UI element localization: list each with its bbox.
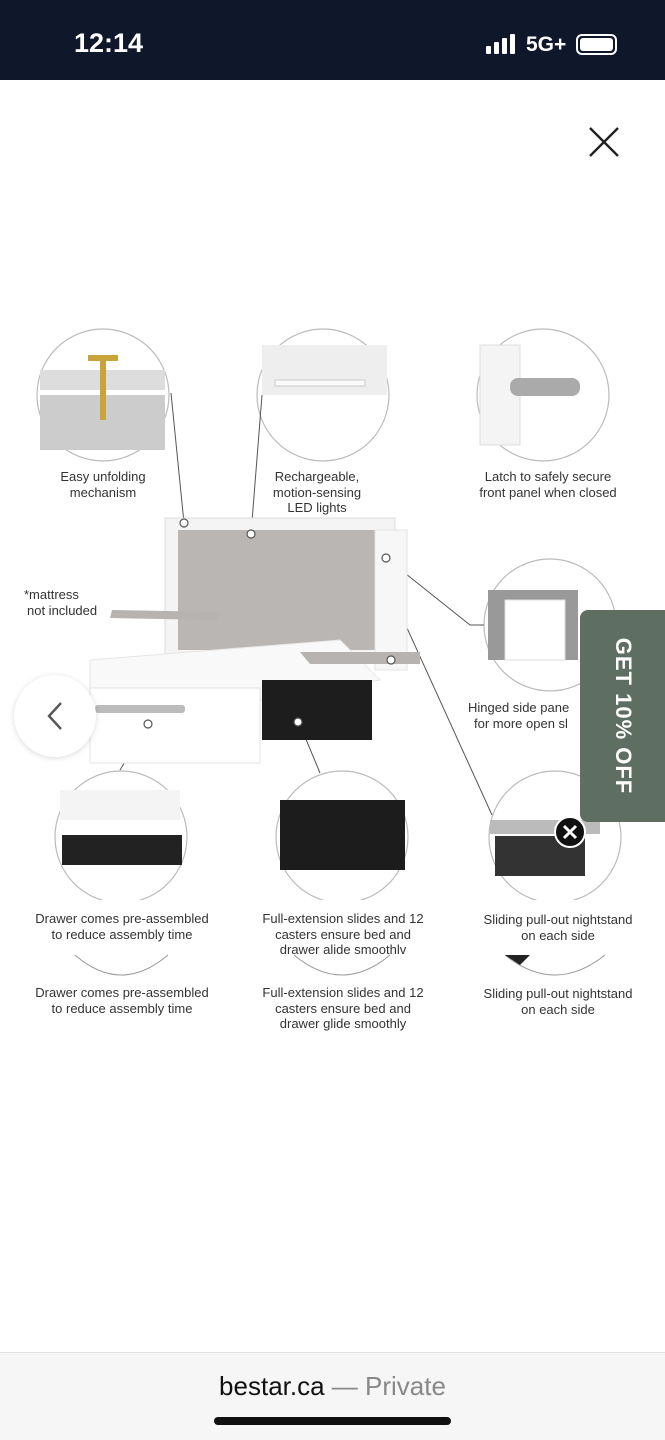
chevron-left-icon [47, 702, 62, 730]
status-bar: 12:14 5G+ [0, 0, 665, 80]
clock: 12:14 [74, 28, 144, 58]
close-promo-button[interactable] [554, 816, 586, 848]
promo-label: GET 10% OFF [610, 637, 636, 795]
signal-icon [486, 34, 515, 54]
network-type: 5G+ [526, 33, 567, 56]
previous-image-button[interactable] [14, 675, 96, 757]
private-mode-label: — Private [331, 1371, 446, 1401]
discount-promo-tab[interactable]: GET 10% OFF [580, 610, 665, 822]
home-indicator[interactable] [214, 1417, 451, 1425]
battery-icon [576, 34, 617, 55]
close-icon[interactable] [586, 124, 622, 160]
product-feature-image [0, 328, 665, 976]
close-icon [562, 824, 578, 840]
browser-address-bar[interactable]: bestar.ca — Private [0, 1352, 665, 1440]
url-domain: bestar.ca [219, 1371, 325, 1401]
